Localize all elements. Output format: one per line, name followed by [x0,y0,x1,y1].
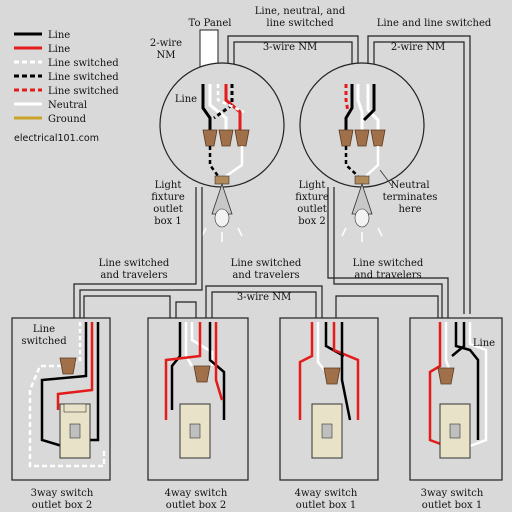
top-right-label: Line and line switched [377,18,492,29]
box-4way-1-label-1: 4way switch [295,488,358,499]
neutral-terminates-label-2: terminates [383,192,438,203]
travelers-right-label-1: Line switched [353,258,424,269]
line-right-label: Line [473,338,495,349]
travelers-mid-label-2: and travelers [232,270,299,281]
legend-label-switched-red: Line switched [48,86,119,97]
box-3way-1-label-2: outlet box 1 [422,500,482,511]
three-wire-top-label: 3-wire NM [263,42,317,53]
box-3way-2-label-1: 3way switch [31,488,94,499]
box-3way-2-label-2: outlet box 2 [32,500,92,511]
travelers-right-label-2: and travelers [354,270,421,281]
fixture1-label-3: outlet [153,204,183,215]
line-switched-label-2: switched [21,336,67,347]
light-fixture-box-2 [299,62,425,242]
box-4way-2-label-1: 4way switch [165,488,228,499]
legend-label-neutral: Neutral [48,100,87,111]
two-wire-left-label-1: 2-wire [150,38,182,49]
box-4way-2-label-2: outlet box 2 [166,500,226,511]
switch-box-4way-2 [147,317,249,481]
site-credit: electrical101.com [14,133,99,144]
two-wire-left-label-2: NM [157,50,176,61]
neutral-terminates-label-3: here [398,204,421,215]
fixture2-label-4: box 2 [298,216,326,227]
legend-label-switched-black: Line switched [48,72,119,83]
fixture1-label-2: fixture [151,192,185,203]
light-fixture-box-1 [159,62,285,242]
travelers-left-label-2: and travelers [100,270,167,281]
fixture2-label-1: Light [299,180,326,191]
switch-cables [73,187,449,320]
travelers-left-label-1: Line switched [99,258,170,269]
switch-box-3way-1 [409,317,503,481]
neutral-terminates-label-1: Neutral [390,180,429,191]
labels: To Panel 2-wire NM Line, neutral, and li… [21,6,495,511]
switch-box-3way-2 [11,317,111,481]
legend: Line Line Line switched Line switched Li… [14,30,119,144]
switch-box-4way-1 [279,317,379,481]
travelers-mid-label-1: Line switched [231,258,302,269]
fixture1-label-1: Light [155,180,182,191]
box-4way-1-label-2: outlet box 1 [296,500,356,511]
to-panel-label: To Panel [189,18,232,29]
top-middle-label-2: line switched [266,18,334,29]
box-3way-1-label-1: 3way switch [421,488,484,499]
box1-line-label: Line [175,94,197,105]
top-middle-label-1: Line, neutral, and [255,6,346,17]
three-wire-bottom-label: 3-wire NM [237,292,291,303]
two-wire-right-label: 2-wire NM [391,42,445,53]
fixture2-label-3: outlet [297,204,327,215]
fixture1-label-4: box 1 [154,216,182,227]
legend-label-switched-white: Line switched [48,58,119,69]
legend-label-line-black: Line [48,30,70,41]
legend-label-line-red: Line [48,44,70,55]
legend-label-ground: Ground [48,114,87,125]
fixture2-label-2: fixture [295,192,329,203]
line-switched-label-1: Line [33,324,55,335]
